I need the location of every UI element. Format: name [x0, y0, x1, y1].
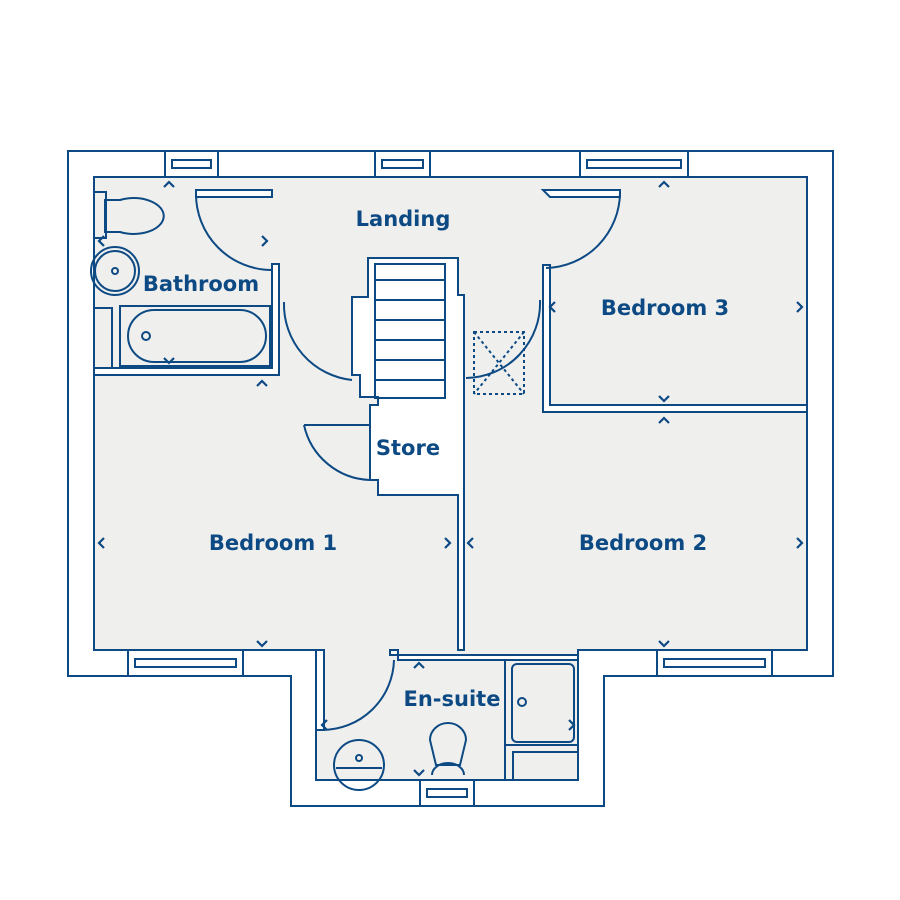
basin-icon — [90, 246, 140, 296]
shower-tray-icon — [511, 663, 575, 743]
doors[interactable] — [194, 192, 621, 731]
window-bedroom3 — [579, 150, 689, 178]
bathroom-fixtures — [90, 191, 271, 369]
ensuite-basin-icon — [333, 739, 385, 791]
door-bedroom2[interactable] — [465, 299, 542, 379]
room-label-bathroom: Bathroom — [143, 272, 259, 296]
windows — [127, 150, 773, 807]
room-label-landing: Landing — [356, 207, 451, 231]
toilet-icon — [104, 197, 165, 235]
staircase[interactable] — [374, 263, 446, 399]
window-bathroom — [164, 150, 219, 178]
door-bathroom[interactable] — [194, 192, 273, 271]
room-label-bedroom2: Bedroom 2 — [579, 531, 707, 555]
window-bedroom1 — [127, 649, 244, 677]
bath-icon — [119, 305, 271, 367]
window-landing — [374, 150, 431, 178]
room-label-bedroom3: Bedroom 3 — [601, 296, 729, 320]
window-bedroom2 — [656, 649, 773, 677]
ensuite-fixtures — [333, 663, 579, 791]
door-store[interactable] — [303, 424, 371, 481]
door-ensuite[interactable] — [321, 659, 395, 731]
window-ensuite — [419, 779, 475, 807]
dimension-markers — [97, 180, 804, 777]
loft-hatch[interactable] — [473, 331, 525, 395]
room-label-bedroom1: Bedroom 1 — [209, 531, 337, 555]
ensuite-toilet-icon — [428, 722, 468, 776]
door-bedroom1[interactable] — [282, 301, 353, 381]
door-bedroom3[interactable] — [545, 192, 621, 269]
room-label-ensuite: En-suite — [404, 687, 501, 711]
room-label-store: Store — [376, 436, 440, 460]
